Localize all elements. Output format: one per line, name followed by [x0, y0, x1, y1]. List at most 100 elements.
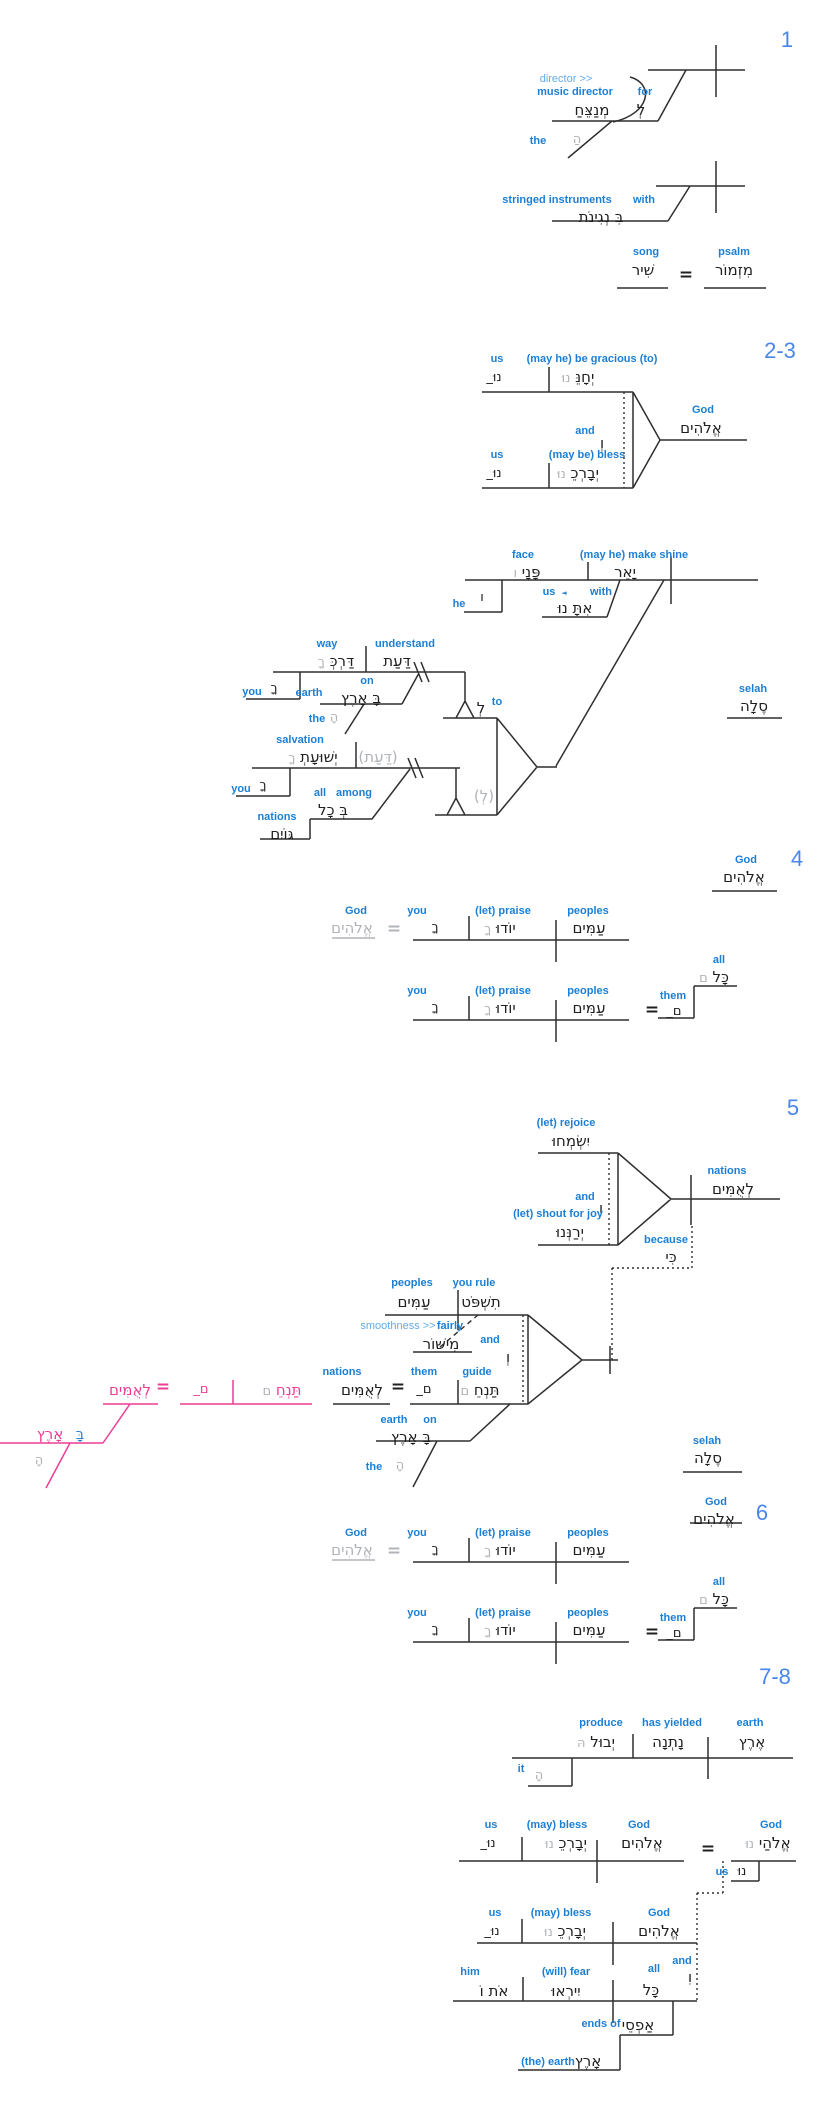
gloss-ends-of: ends of [581, 2018, 621, 2030]
heb-yerannenu: יְרַנְּנוּ [556, 1223, 584, 1241]
heb-yevulah: יְבוּל הּ [577, 1733, 615, 1751]
heb-tanchem-2-part-1: ם [262, 1384, 272, 1399]
verse-number-1: 1 [780, 27, 794, 52]
gloss-them-3: them [659, 1612, 687, 1624]
heb-mizmor: מִזְמוֹר [714, 261, 754, 279]
heb-leummim-3: לְאֻמִּים [108, 1381, 152, 1399]
heb-yodu-1-part-0: יוֹדוּ [491, 919, 516, 937]
gloss-you-5: you [407, 1527, 427, 1539]
heb-kha-1: ךָ [270, 681, 278, 696]
heb-bechol: בְּ כָל [318, 801, 348, 819]
gloss-the-2: the [308, 713, 326, 725]
heb-baarets-1: בָּ אָרֶץ [340, 689, 382, 707]
gloss-god-1: God [692, 404, 714, 416]
heb-yevulah-part-0: יְבוּל [585, 1733, 615, 1751]
heb-yechonnenu: יְחָנֵּ נוּ [562, 368, 595, 386]
heb-elohim-7: אֱלֹהִים [638, 1922, 680, 1940]
heb-elohim-6: אֱלֹהִים [621, 1834, 663, 1852]
equals-1: = [678, 265, 694, 285]
heb-amim-2: עַמִּים [572, 999, 606, 1017]
heb-yechonnenu-part-1: נוּ [561, 371, 571, 386]
gloss-face: face [511, 549, 535, 561]
gloss-because: because [643, 1234, 689, 1246]
heb-yevarchenu-3: יְבָרְכֵ נוּ [544, 1922, 586, 1940]
gloss-song: song [632, 246, 660, 258]
gloss-earth-2: earth [380, 1414, 408, 1426]
gloss-you-4: you [407, 985, 427, 997]
heb-yaer: יָאֵר [614, 563, 636, 581]
gloss-you-3: you [407, 905, 427, 917]
heb-yodu-3-part-0: יוֹדוּ [491, 1541, 516, 1559]
gloss-god-8: God [648, 1907, 670, 1919]
heb-kha-5: ךָ [431, 1542, 439, 1557]
heb-kha-2: ךָ [259, 778, 267, 793]
heb-elohim-4: אֱלֹהִים [693, 1510, 735, 1528]
verse-number-6: 6 [755, 1500, 769, 1525]
heb-darkecha: דַּרְכְּ ךָ [318, 652, 354, 670]
heb-amim-5: עַמִּים [572, 1621, 606, 1639]
heb-yodu-4-part-1: ךָ [484, 1624, 492, 1639]
heb-daat-1: דַּעַת [383, 652, 411, 670]
gloss-selah-2: selah [692, 1435, 722, 1447]
heb-m-4: ם_ [666, 1626, 682, 1641]
gloss-the-3: the [365, 1461, 383, 1473]
gloss-may-bless-2: (may) bless [526, 1819, 588, 1831]
heb-arets-2: אָרֶץ [574, 2052, 602, 2070]
heb-yodu-2: יוֹדוּ ךָ [484, 999, 515, 1017]
gloss-and-1: and [575, 425, 595, 437]
gloss-way: way [316, 638, 338, 650]
gloss-praise-2: (let) praise [475, 985, 531, 997]
heb-selah-1: סֶלָה [739, 697, 769, 715]
heb-yiru: יִירְאוּ [551, 1982, 581, 2000]
ref-arrow: ◄ [561, 589, 567, 597]
gloss-god-2: God [735, 854, 757, 866]
heb-m-2: ם_ [416, 1382, 432, 1397]
heb-tishpot: תִשְׁפֹּט [461, 1293, 501, 1311]
heb-m-1: ם_ [666, 1004, 682, 1019]
gloss-all-3: all [712, 1576, 726, 1588]
heb-nu-4: נוּ [737, 1864, 747, 1879]
heb-panav-part-0: פָּנָי [517, 563, 541, 581]
heb-vav-2: וִ [598, 1199, 604, 1217]
gloss-us-1: us [490, 353, 504, 365]
ghost-underlines [332, 937, 375, 1561]
heb-kha-4: ךָ [431, 1000, 439, 1015]
heb-amim-1: עַמִּים [572, 919, 606, 937]
gloss-praise-3: (let) praise [475, 1527, 531, 1539]
gloss-to: to [491, 696, 503, 708]
heb-le-2: לְ [476, 699, 486, 717]
heb-darkecha-part-0: דַּרְכְּ [324, 652, 355, 670]
gloss-us-5: us [715, 1866, 729, 1878]
heb-elohim-1: אֱלֹהִים [680, 419, 722, 437]
heb-kol-1-part-1: ם [699, 971, 708, 986]
heb-oto: אֹת וֹ [479, 1982, 509, 2000]
gloss-him: him [460, 1966, 480, 1978]
gloss-god-7: God [760, 1819, 782, 1831]
heb-kol-3: כָּל [642, 1981, 660, 1999]
gloss-you-2: you [231, 783, 251, 795]
gloss-praise-4: (let) praise [475, 1607, 531, 1619]
gloss-among: among [335, 787, 373, 799]
heb-le-3: (לְ) [473, 787, 495, 805]
heb-yodu-1: יוֹדוּ ךָ [484, 919, 515, 937]
gloss-god-6: God [628, 1819, 650, 1831]
heb-panav: פָּנָי ו [513, 563, 540, 581]
gloss-the-1: the [529, 135, 547, 147]
pink-diagram-strokes [0, 1380, 312, 1489]
heb-yeshuatecha: יְשׁוּעָתְ ךָ [288, 748, 337, 766]
heb-yodu-2-part-0: יוֹדוּ [491, 999, 516, 1017]
gloss-them-2: them [410, 1366, 438, 1378]
heb-nu-2: נוּ_ [486, 466, 502, 481]
heb-nu-5: נוּ_ [484, 1924, 500, 1939]
heb-yevarchenu-1-part-1: נוּ [557, 467, 566, 482]
heb-yevarchenu-1: יְבָרְכֵ נוּ [557, 464, 599, 482]
equals-5: = [155, 1377, 171, 1397]
heb-ha-3: הָ [395, 1458, 405, 1473]
heb-ha-1: הַ [572, 132, 582, 147]
heb-binginot: בִּ נְגִינֹת [578, 208, 624, 226]
equals-3: = [644, 1000, 660, 1020]
heb-leummim-1: לְאֻמִּים [711, 1180, 755, 1198]
heb-tanchem-2: תַּנְחֵ ם [262, 1381, 301, 1399]
gloss-peoples-1: peoples [567, 905, 609, 917]
